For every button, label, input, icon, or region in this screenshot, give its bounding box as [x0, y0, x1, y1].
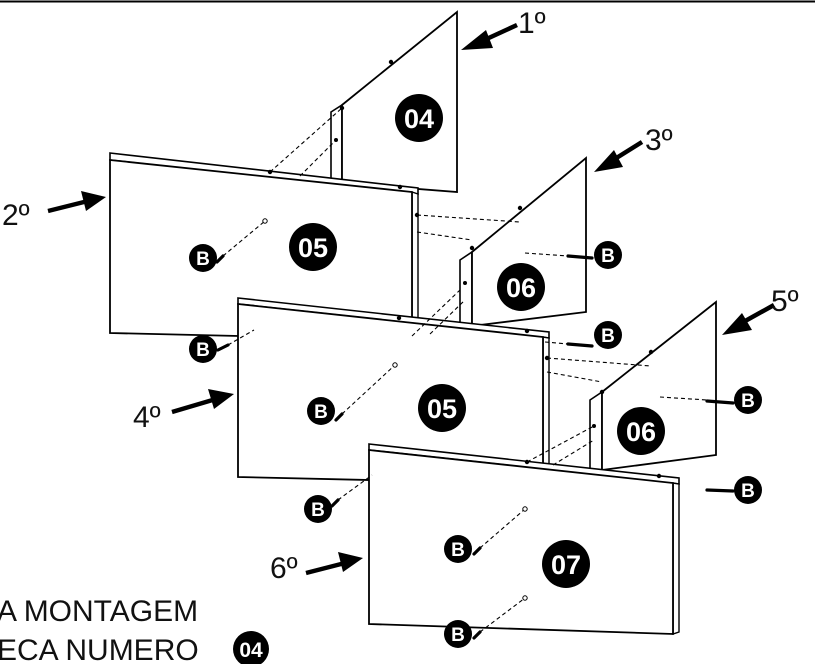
panel-04 — [330, 10, 458, 193]
screw-b-icon: B — [444, 535, 472, 563]
part-05-top-badge: 05 — [289, 223, 337, 271]
caption-line-1: A MONTAGEM — [0, 595, 198, 628]
arrow-icon — [171, 389, 234, 415]
svg-text:B: B — [451, 625, 465, 646]
step-arrows — [47, 22, 776, 576]
screw-b-icon: B — [734, 476, 762, 504]
dowel-guides — [222, 107, 708, 633]
svg-text:B: B — [196, 340, 210, 361]
screw-b-icon: B — [734, 386, 762, 414]
screws — [215, 254, 735, 640]
svg-text:B: B — [314, 402, 328, 423]
step-label-2: 2º — [2, 199, 30, 232]
svg-text:B: B — [311, 500, 325, 521]
step-label-3: 3º — [645, 124, 673, 157]
part-badges: 04 05 06 05 06 07 — [289, 94, 665, 588]
svg-text:B: B — [741, 391, 755, 412]
caption: A MONTAGEM ECA NUMERO 04 — [0, 595, 269, 664]
svg-text:B: B — [451, 540, 465, 561]
screw-b-icon: B — [189, 244, 217, 272]
caption-line-2: ECA NUMERO — [0, 634, 199, 664]
panel-05-middle — [237, 297, 550, 485]
caption-part-04-badge: 04 — [233, 631, 269, 664]
svg-text:B: B — [741, 481, 755, 502]
part-05-middle-badge: 05 — [418, 384, 466, 432]
panel-07 — [368, 443, 680, 635]
step-label-4: 4º — [133, 401, 161, 434]
svg-text:04: 04 — [404, 104, 434, 134]
screw-b-icon: B — [594, 321, 622, 349]
part-06-upper-badge: 06 — [497, 263, 545, 311]
screw-b-icon: B — [189, 335, 217, 363]
svg-text:07: 07 — [551, 550, 581, 580]
part-04-badge: 04 — [395, 94, 443, 142]
arrow-icon — [461, 22, 518, 50]
screw-b-icon: B — [444, 620, 472, 648]
arrow-icon — [47, 191, 106, 214]
svg-text:05: 05 — [298, 233, 328, 263]
part-07-badge: 07 — [542, 540, 590, 588]
svg-text:B: B — [601, 246, 615, 267]
screw-b-icon: B — [594, 241, 622, 269]
step-label-5: 5º — [771, 285, 799, 318]
part-06-lower-badge: 06 — [617, 407, 665, 455]
arrow-icon — [305, 552, 363, 576]
svg-text:05: 05 — [427, 394, 457, 424]
step-label-1: 1º — [518, 7, 546, 40]
svg-text:B: B — [601, 326, 615, 347]
screw-b-icon: B — [304, 495, 332, 523]
arrow-icon — [594, 140, 644, 172]
svg-text:06: 06 — [506, 273, 536, 303]
svg-text:04: 04 — [239, 639, 263, 662]
screw-badges: B B B B B B B B B B — [189, 241, 762, 648]
step-labels: 1º 2º 3º 4º 5º 6º — [2, 7, 799, 585]
step-label-6: 6º — [270, 552, 298, 585]
panel-05-top — [109, 152, 420, 341]
arrow-icon — [722, 303, 776, 335]
screw-b-icon: B — [307, 397, 335, 425]
dowel-holes — [262, 218, 528, 601]
svg-text:B: B — [196, 249, 210, 270]
svg-text:06: 06 — [626, 417, 656, 447]
